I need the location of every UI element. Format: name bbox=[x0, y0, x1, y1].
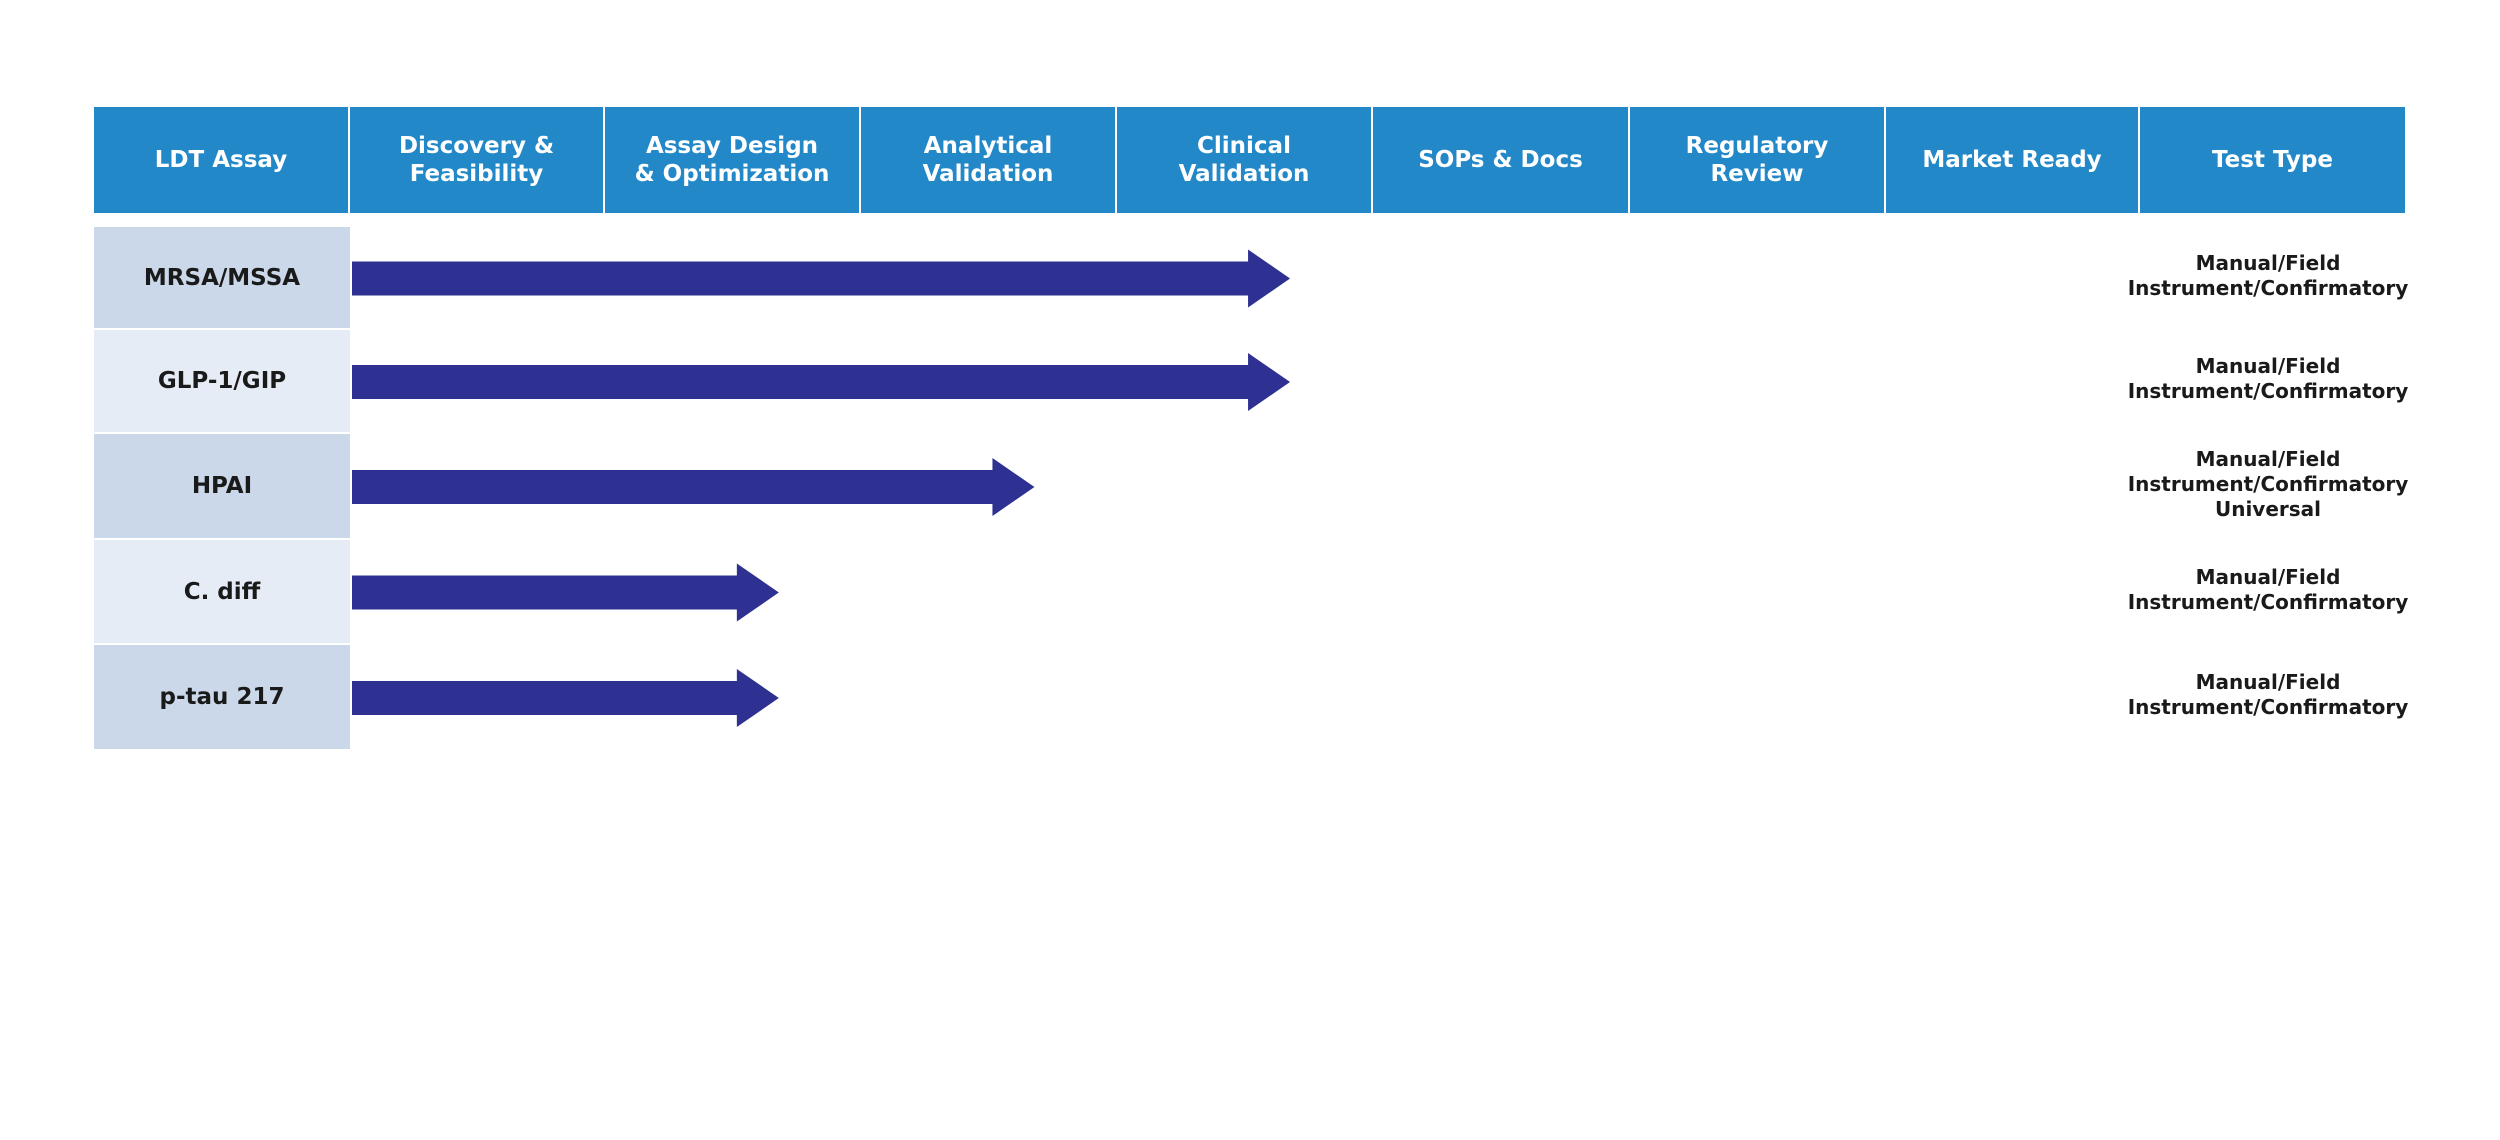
assay-label: C. diff bbox=[94, 540, 350, 643]
assay-label: p-tau 217 bbox=[94, 645, 350, 749]
header-assay-design-optimization: Assay Design & Optimization bbox=[605, 107, 859, 213]
assay-label: GLP-1/GIP bbox=[94, 330, 350, 432]
header-regulatory-review: Regulatory Review bbox=[1630, 107, 1884, 213]
progress-arrow bbox=[352, 353, 1291, 411]
progress-arrow bbox=[352, 669, 779, 727]
test-type-cell: Manual/Field Instrument/Confirmatory bbox=[2127, 250, 2409, 300]
test-type-cell: Manual/Field Instrument/Confirmatory Uni… bbox=[2127, 446, 2409, 521]
header-clinical-validation: Clinical Validation bbox=[1117, 107, 1371, 213]
header-ldt-assay: LDT Assay bbox=[94, 107, 348, 213]
header-discovery-feasibility: Discovery & Feasibility bbox=[350, 107, 603, 213]
header-analytical-validation: Analytical Validation bbox=[861, 107, 1115, 213]
progress-arrow bbox=[352, 458, 1035, 516]
assay-label: HPAI bbox=[94, 434, 350, 538]
assay-label: MRSA/MSSA bbox=[94, 227, 350, 328]
test-type-cell: Manual/Field Instrument/Confirmatory bbox=[2127, 354, 2409, 403]
header-test-type: Test Type bbox=[2140, 107, 2405, 213]
progress-arrow bbox=[352, 563, 779, 622]
header-market-ready: Market Ready bbox=[1886, 107, 2138, 213]
header-sops-docs: SOPs & Docs bbox=[1373, 107, 1628, 213]
test-type-cell: Manual/Field Instrument/Confirmatory bbox=[2127, 564, 2409, 614]
progress-arrow bbox=[352, 249, 1291, 308]
test-type-cell: Manual/Field Instrument/Confirmatory bbox=[2127, 670, 2409, 719]
